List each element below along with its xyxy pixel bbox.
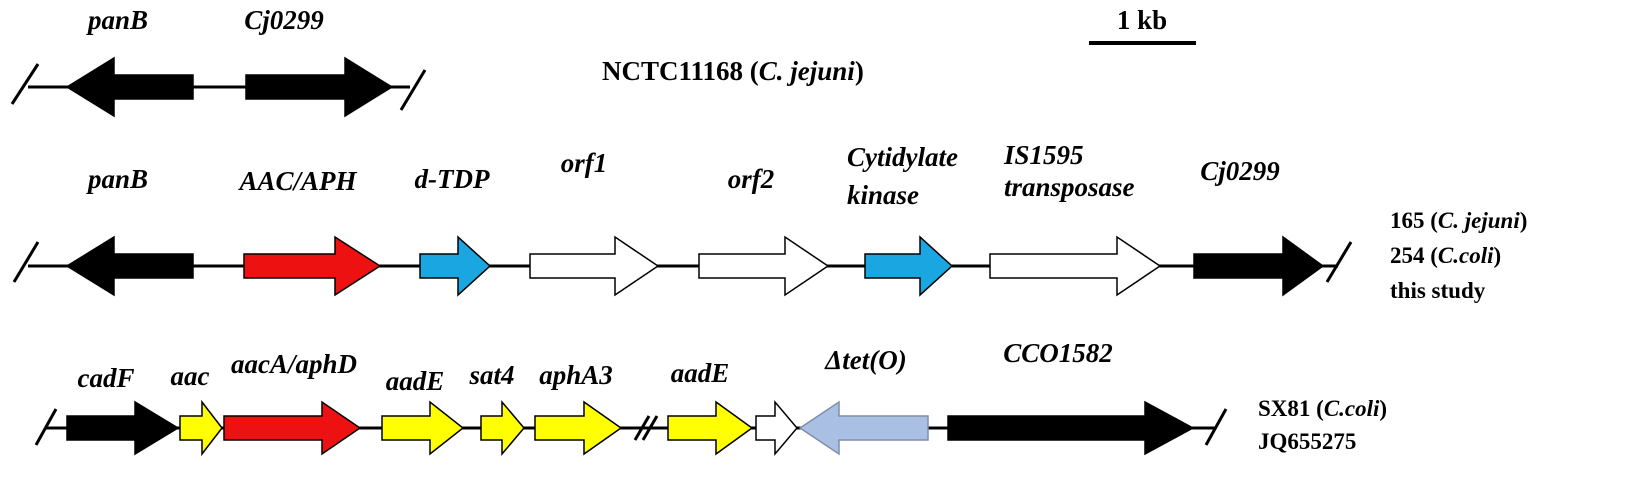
gene-label-panB: panB bbox=[86, 164, 148, 194]
gene-arrow-orf1 bbox=[529, 235, 660, 297]
gene-arrow-aadE-2 bbox=[667, 400, 754, 456]
gene-label-cadF: cadF bbox=[78, 363, 135, 393]
strain-label: 165 (C. jejuni) bbox=[1390, 208, 1527, 233]
gene-arrow-aacA-aphD bbox=[223, 400, 362, 456]
gene-label-aphA3: aphA3 bbox=[539, 360, 613, 390]
gene-label-aadE-2: aadE bbox=[671, 358, 730, 388]
gene-label-aacA-aphD: aacA/aphD bbox=[231, 349, 357, 379]
gene-label-d-TDP: d-TDP bbox=[415, 164, 490, 194]
scale-bar-label: 1 kb bbox=[1117, 5, 1167, 35]
strain-label: 254 (C.coli) bbox=[1390, 243, 1501, 268]
sequence-end-mark bbox=[399, 69, 427, 111]
gene-arrow-cytidylate-kinase bbox=[864, 235, 954, 297]
strain-labels: 165 (C. jejuni) 254 (C.coli) this study bbox=[1390, 208, 1527, 303]
gene-label-orf1: orf1 bbox=[561, 148, 608, 178]
track-title: NCTC11168 (C. jejuni) bbox=[602, 56, 864, 86]
sequence-end-mark bbox=[1204, 408, 1228, 446]
sequence-end-mark bbox=[10, 63, 40, 105]
sequence-end-mark bbox=[34, 408, 58, 446]
sequence-end-mark bbox=[12, 241, 40, 283]
track-nctc11168: panB Cj0299 NCTC11168 (C. jejuni) bbox=[10, 5, 864, 118]
track-sx81: cadF aac aacA/aphD aadE sat4 aphA3 aadE … bbox=[34, 338, 1387, 457]
gene-arrow-d-TDP bbox=[419, 235, 492, 297]
strain-label: JQ655275 bbox=[1258, 429, 1356, 454]
sequence-break-mark bbox=[633, 415, 651, 441]
gene-label-CCO1582: CCO1582 bbox=[1003, 338, 1113, 368]
gene-label-delta-tet-O: Δtet(O) bbox=[824, 345, 906, 375]
gene-arrow-delta-tet-O bbox=[798, 400, 929, 456]
gene-label-AAC-APH: AAC/APH bbox=[237, 166, 357, 196]
gene-label-sat4: sat4 bbox=[468, 360, 514, 390]
gene-arrow-orf2 bbox=[698, 235, 830, 297]
gene-label-aadE: aadE bbox=[386, 366, 445, 396]
gene-label-orf2: orf2 bbox=[728, 164, 775, 194]
gene-label-aac: aac bbox=[171, 361, 210, 391]
gene-label-Cj0299: Cj0299 bbox=[244, 5, 324, 35]
gene-arrow-aphA3 bbox=[534, 400, 623, 456]
gene-arrow-panB bbox=[65, 56, 194, 118]
gene-arrow-cadF bbox=[66, 400, 180, 456]
strain-label: SX81 (C.coli) bbox=[1258, 396, 1387, 421]
gene-arrow-aac bbox=[179, 399, 223, 457]
sequence-break-mark bbox=[641, 415, 659, 441]
strain-labels: SX81 (C.coli) JQ655275 bbox=[1258, 396, 1387, 454]
gene-arrow-unlabeled bbox=[755, 399, 798, 457]
gene-arrow-sat4 bbox=[480, 399, 525, 457]
gene-arrow-IS1595-transposase bbox=[989, 235, 1162, 297]
gene-label-Cj0299: Cj0299 bbox=[1200, 156, 1280, 186]
strain-label: this study bbox=[1390, 278, 1486, 303]
gene-arrow-Cj0299 bbox=[1193, 235, 1325, 297]
gene-arrow-CCO1582 bbox=[947, 400, 1195, 456]
gene-arrow-AAC-APH bbox=[243, 235, 382, 297]
gene-arrow-panB bbox=[65, 235, 194, 297]
gene-label-panB: panB bbox=[86, 5, 148, 35]
sequence-end-mark bbox=[1325, 241, 1353, 283]
gene-arrow-aadE bbox=[381, 400, 465, 456]
gene-arrow-Cj0299 bbox=[245, 56, 394, 118]
